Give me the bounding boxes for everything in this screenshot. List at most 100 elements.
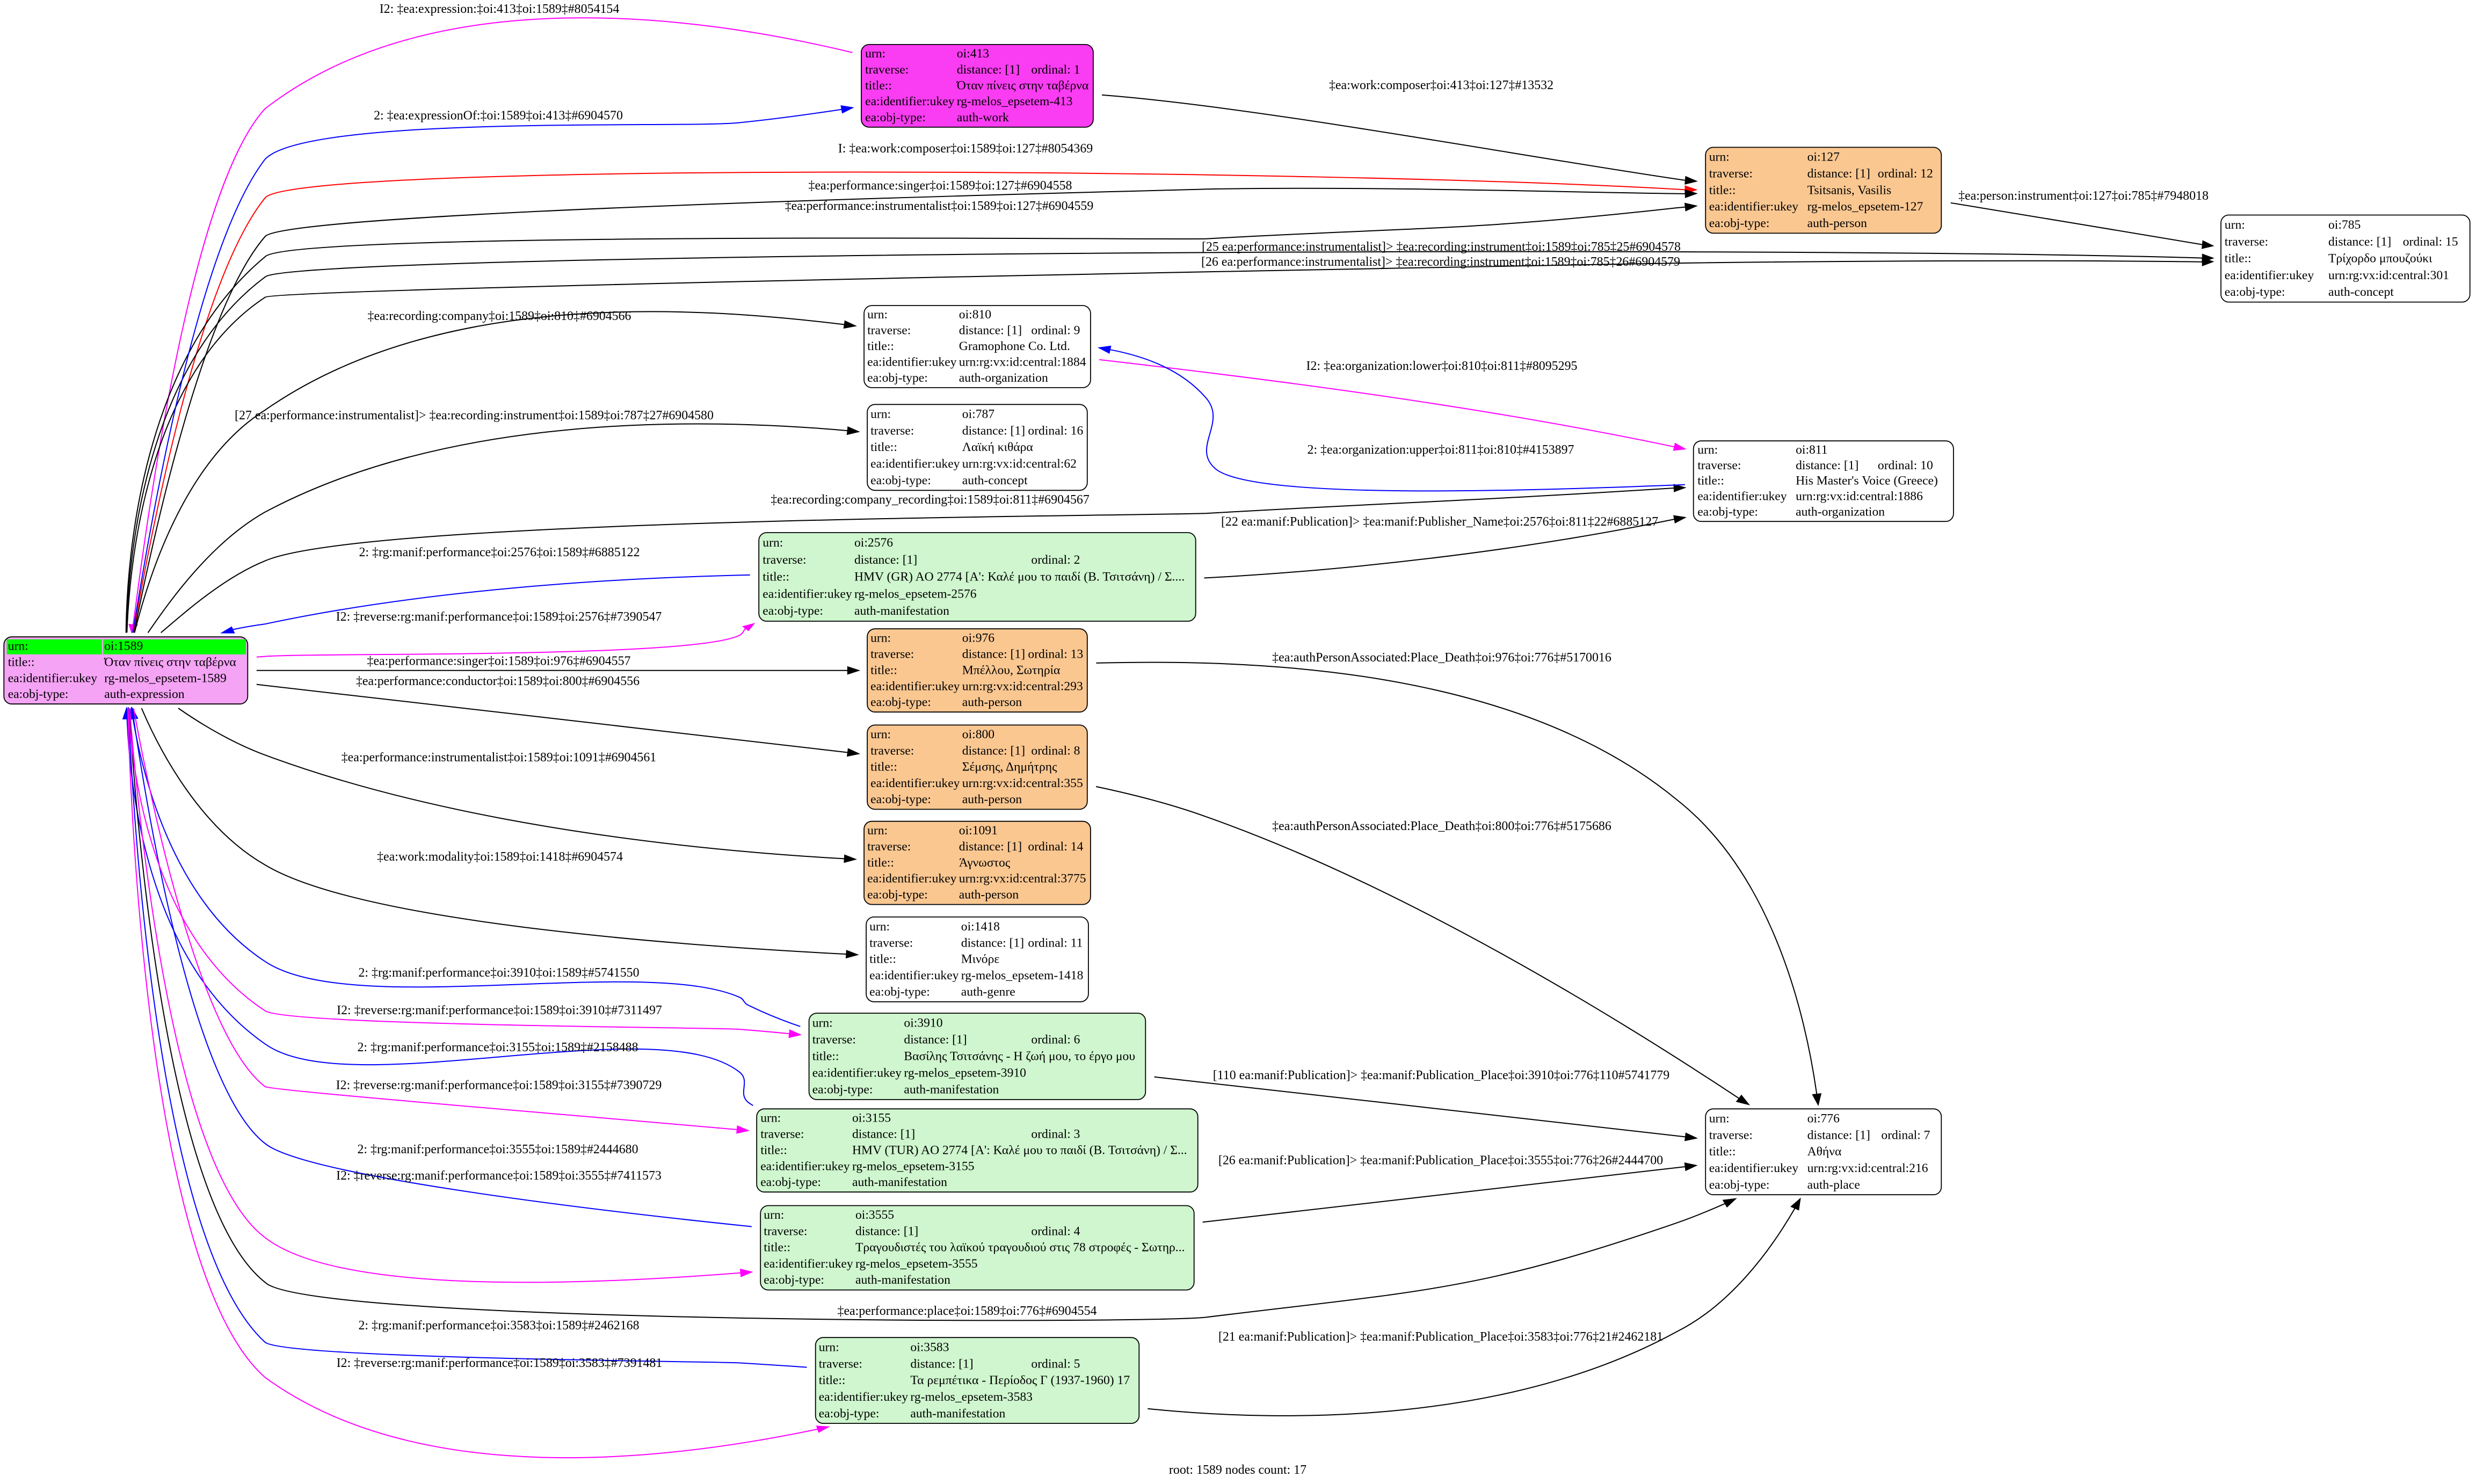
svg-text:title::: title:: (764, 1241, 790, 1255)
svg-text:2: ‡rg:manif:performance‡oi:39: 2: ‡rg:manif:performance‡oi:3910‡oi:1589… (358, 966, 639, 980)
svg-text:ea:identifier:ukey: ea:identifier:ukey (8, 671, 98, 685)
svg-text:ordinal: 16: ordinal: 16 (1028, 424, 1083, 438)
svg-text:Βασίλης Τσιτσάνης - Η ζωή μου,: Βασίλης Τσιτσάνης - Η ζωή μου, το έργο μ… (904, 1050, 1135, 1064)
svg-text:[22 ea:manif:Publication]> ‡ea: [22 ea:manif:Publication]> ‡ea:manif:Pub… (1221, 515, 1658, 529)
svg-text:distance: [1]: distance: [1] (855, 1225, 918, 1239)
svg-text:auth-manifestation: auth-manifestation (904, 1083, 999, 1097)
svg-text:distance: [1]: distance: [1] (852, 1127, 915, 1141)
svg-text:ea:obj-type:: ea:obj-type: (764, 1273, 824, 1287)
svg-text:title::: title:: (8, 656, 35, 670)
svg-text:root: 1589 nodes count: 17: root: 1589 nodes count: 17 (1169, 1463, 1306, 1477)
svg-text:ea:obj-type:: ea:obj-type: (812, 1083, 873, 1097)
svg-text:rg-melos_epsetem-127: rg-melos_epsetem-127 (1807, 200, 1923, 214)
svg-text:ea:identifier:ukey: ea:identifier:ukey (867, 872, 957, 886)
svg-text:oi:811: oi:811 (1796, 443, 1827, 457)
svg-text:urn:rg:vx:id:central:355: urn:rg:vx:id:central:355 (962, 776, 1083, 790)
svg-text:urn:: urn: (764, 1208, 784, 1222)
svg-text:ea:obj-type:: ea:obj-type: (869, 985, 930, 999)
svg-text:traverse:: traverse: (1697, 459, 1741, 472)
svg-text:auth-manifestation: auth-manifestation (852, 1175, 947, 1189)
svg-text:‡ea:performance:place‡oi:1589‡: ‡ea:performance:place‡oi:1589‡oi:776‡#69… (838, 1304, 1097, 1318)
svg-text:‡ea:person:instrument‡oi:127‡o: ‡ea:person:instrument‡oi:127‡oi:785‡#794… (1958, 189, 2209, 203)
svg-text:2: ‡ea:organization:upper‡oi:8: 2: ‡ea:organization:upper‡oi:811‡oi:810‡… (1308, 443, 1574, 457)
svg-text:traverse:: traverse: (1709, 166, 1753, 180)
svg-text:urn:rg:vx:id:central:301: urn:rg:vx:id:central:301 (2328, 268, 2449, 282)
svg-text:rg-melos_epsetem-3583: rg-melos_epsetem-3583 (910, 1390, 1033, 1404)
svg-text:ea:identifier:ukey: ea:identifier:ukey (2225, 268, 2314, 282)
svg-text:I2: ‡reverse:rg:manif:performa: I2: ‡reverse:rg:manif:performance‡oi:158… (336, 1169, 662, 1183)
svg-text:ea:obj-type:: ea:obj-type: (870, 792, 931, 806)
svg-text:ea:identifier:ukey: ea:identifier:ukey (763, 587, 852, 601)
svg-text:ea:obj-type:: ea:obj-type: (867, 888, 928, 902)
svg-text:ea:identifier:ukey: ea:identifier:ukey (1709, 1161, 1799, 1175)
svg-text:traverse:: traverse: (812, 1033, 856, 1047)
svg-text:ea:obj-type:: ea:obj-type: (870, 695, 931, 709)
svg-text:‡ea:work:composer‡oi:413‡oi:12: ‡ea:work:composer‡oi:413‡oi:127‡#13532 (1329, 78, 1553, 92)
svg-text:ordinal: 3: ordinal: 3 (1031, 1127, 1080, 1141)
svg-text:ordinal: 10: ordinal: 10 (1878, 459, 1933, 472)
svg-text:oi:3555: oi:3555 (855, 1208, 894, 1222)
svg-text:auth-concept: auth-concept (2328, 285, 2394, 299)
svg-text:distance: [1]: distance: [1] (1807, 166, 1870, 180)
svg-text:auth-manifestation: auth-manifestation (910, 1407, 1005, 1421)
svg-text:title::: title:: (869, 952, 896, 966)
svg-text:distance: [1]: distance: [1] (910, 1357, 973, 1371)
svg-text:title::: title:: (812, 1050, 839, 1064)
svg-text:ordinal: 13: ordinal: 13 (1028, 648, 1083, 661)
svg-text:distance: [1]: distance: [1] (904, 1033, 967, 1047)
svg-text:urn:: urn: (870, 408, 891, 421)
svg-text:His Master's Voice (Greece): His Master's Voice (Greece) (1796, 474, 1938, 488)
svg-text:oi:1091: oi:1091 (959, 824, 998, 838)
svg-text:2: ‡ea:expressionOf:‡oi:1589‡o: 2: ‡ea:expressionOf:‡oi:1589‡oi:413‡#690… (374, 108, 623, 122)
svg-text:traverse:: traverse: (819, 1357, 862, 1371)
svg-text:traverse:: traverse: (1709, 1128, 1753, 1142)
svg-text:[26 ea:performance:instrumenta: [26 ea:performance:instrumentalist]> ‡ea… (1201, 255, 1680, 269)
svg-text:ordinal: 5: ordinal: 5 (1031, 1357, 1080, 1371)
svg-text:auth-concept: auth-concept (962, 474, 1028, 488)
svg-text:ea:obj-type:: ea:obj-type: (867, 371, 928, 385)
svg-text:2: ‡rg:manif:performance‡oi:35: 2: ‡rg:manif:performance‡oi:3583‡oi:1589… (358, 1319, 639, 1333)
svg-text:traverse:: traverse: (760, 1127, 804, 1141)
svg-text:distance: [1]: distance: [1] (961, 936, 1024, 950)
svg-text:oi:976: oi:976 (962, 631, 995, 645)
svg-text:urn:rg:vx:id:central:293: urn:rg:vx:id:central:293 (962, 679, 1083, 693)
svg-text:ea:identifier:ukey: ea:identifier:ukey (1697, 490, 1787, 504)
svg-text:ea:obj-type:: ea:obj-type: (760, 1175, 821, 1189)
svg-text:title::: title:: (865, 79, 892, 93)
svg-text:ea:obj-type:: ea:obj-type: (1709, 1178, 1770, 1192)
svg-text:[26 ea:manif:Publication]> ‡ea: [26 ea:manif:Publication]> ‡ea:manif:Pub… (1218, 1153, 1663, 1167)
svg-text:oi:1589: oi:1589 (104, 639, 143, 653)
svg-text:Τραγουδιστές του λαϊκού τραγου: Τραγουδιστές του λαϊκού τραγουδιού στις … (855, 1241, 1185, 1255)
svg-text:I2: ‡reverse:rg:manif:performa: I2: ‡reverse:rg:manif:performance‡oi:158… (337, 1356, 663, 1370)
svg-text:2: ‡rg:manif:performance‡oi:31: 2: ‡rg:manif:performance‡oi:3155‡oi:1589… (357, 1041, 638, 1054)
svg-text:rg-melos_epsetem-1589: rg-melos_epsetem-1589 (104, 671, 227, 685)
svg-text:Tsitsanis, Vasilis: Tsitsanis, Vasilis (1807, 183, 1892, 197)
svg-text:‡ea:performance:singer‡oi:1589: ‡ea:performance:singer‡oi:1589‡oi:127‡#6… (809, 179, 1072, 193)
svg-text:ordinal: 9: ordinal: 9 (1031, 324, 1080, 338)
svg-text:title::: title:: (819, 1373, 846, 1387)
svg-text:auth-person: auth-person (1807, 216, 1868, 230)
svg-text:[25 ea:performance:instrumenta: [25 ea:performance:instrumentalist]> ‡ea… (1202, 240, 1681, 254)
svg-text:auth-manifestation: auth-manifestation (854, 604, 949, 618)
svg-text:ordinal: 1: ordinal: 1 (1031, 63, 1080, 77)
svg-text:ea:identifier:ukey: ea:identifier:ukey (865, 94, 955, 108)
svg-text:Μινόρε: Μινόρε (961, 952, 1000, 966)
svg-text:rg-melos_epsetem-3555: rg-melos_epsetem-3555 (855, 1257, 978, 1271)
svg-text:oi:127: oi:127 (1807, 150, 1840, 164)
svg-text:oi:3155: oi:3155 (852, 1111, 891, 1125)
svg-text:distance: [1]: distance: [1] (962, 648, 1025, 661)
svg-text:I2: ‡reverse:rg:manif:performa: I2: ‡reverse:rg:manif:performance‡oi:158… (336, 1079, 662, 1093)
svg-text:I: ‡ea:work:composer‡oi:1589‡o: I: ‡ea:work:composer‡oi:1589‡oi:127‡#805… (838, 142, 1093, 156)
svg-text:ordinal: 6: ordinal: 6 (1031, 1033, 1080, 1047)
svg-text:urn:: urn: (867, 824, 888, 838)
svg-text:urn:: urn: (1709, 150, 1730, 164)
svg-text:traverse:: traverse: (867, 840, 911, 854)
svg-text:ea:identifier:ukey: ea:identifier:ukey (870, 679, 960, 693)
svg-text:‡ea:performance:singer‡oi:1589: ‡ea:performance:singer‡oi:1589‡oi:976‡#6… (367, 654, 631, 668)
svg-text:distance: [1]: distance: [1] (2328, 235, 2391, 249)
svg-text:oi:787: oi:787 (962, 408, 995, 421)
svg-text:ea:identifier:ukey: ea:identifier:ukey (870, 776, 960, 790)
svg-text:I2: ‡ea:expression:‡oi:413‡oi:: I2: ‡ea:expression:‡oi:413‡oi:1589‡#8054… (380, 2, 620, 16)
svg-text:ordinal: 12: ordinal: 12 (1878, 166, 1933, 180)
svg-text:HMV (TUR) AO 2774 [Α': Καλέ μο: HMV (TUR) AO 2774 [Α': Καλέ μου το παιδί… (852, 1144, 1187, 1158)
